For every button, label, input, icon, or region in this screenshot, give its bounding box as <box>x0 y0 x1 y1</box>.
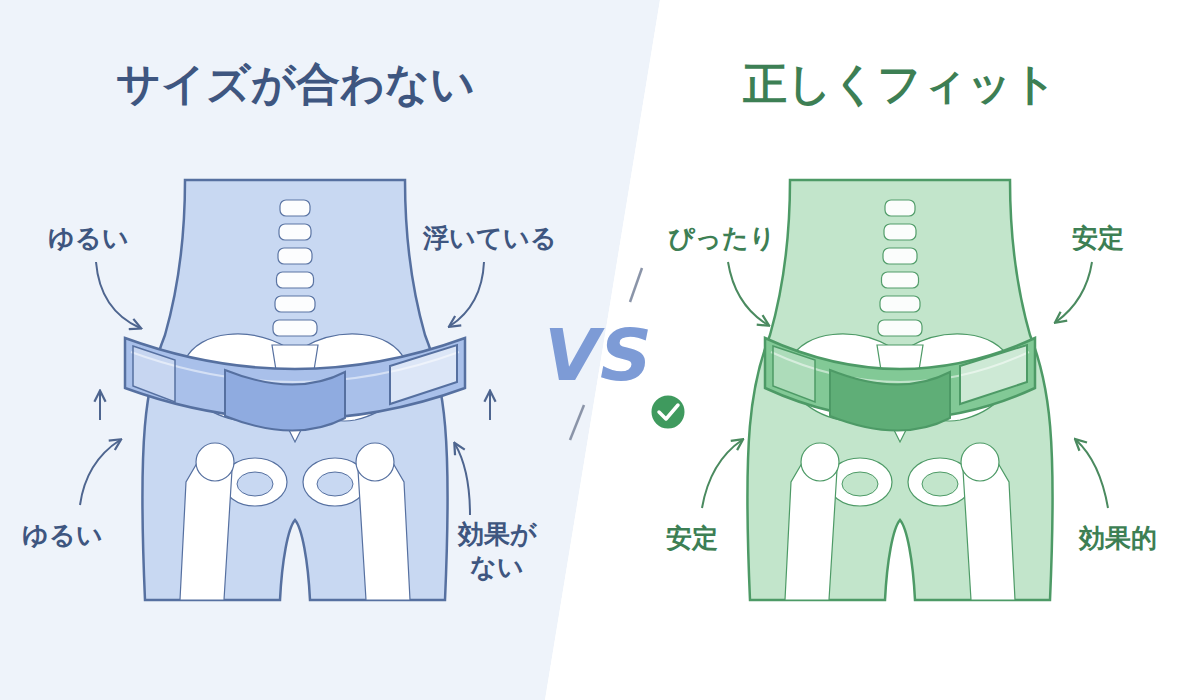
femoral-head <box>961 443 999 481</box>
leader-arrow <box>96 262 140 328</box>
versus-mark: VS <box>544 310 652 400</box>
belt-tab <box>960 345 1027 404</box>
panel-heading: サイズが合わない <box>0 58 595 111</box>
belt-tab <box>390 345 457 404</box>
callout-label: 安定 <box>1072 222 1124 255</box>
obturator <box>237 472 273 496</box>
vertebra <box>279 224 311 240</box>
callout-label: 効果が ない <box>455 518 539 583</box>
leader-arrow <box>728 262 768 325</box>
vertebra <box>882 272 919 288</box>
callout-label: 安定 <box>666 522 718 555</box>
vs-slash <box>630 268 642 302</box>
pelvis-figure <box>747 180 1052 600</box>
callout-label: ゆるい <box>48 222 129 255</box>
check-mark <box>659 405 678 419</box>
femoral-head <box>801 443 839 481</box>
vertebra <box>278 248 312 264</box>
belt-tab <box>773 346 815 402</box>
callout-label: ぴったり <box>668 222 776 255</box>
leader-arrow <box>1056 262 1092 322</box>
belt-fastener <box>830 370 950 431</box>
leader-arrow <box>455 444 470 515</box>
body-outline <box>747 180 1052 600</box>
vertebra <box>885 200 915 216</box>
panel-heading: 正しくフィット <box>600 58 1200 111</box>
pelvis-figure <box>125 180 465 600</box>
obturator <box>842 472 878 496</box>
vs-slash <box>570 405 584 440</box>
belt-fastener <box>225 370 345 431</box>
vertebra <box>273 320 317 336</box>
leader-arrow <box>489 392 491 420</box>
panel-fill <box>545 0 1200 700</box>
vertebra <box>880 296 920 312</box>
vertebra <box>883 248 917 264</box>
leader-arrow <box>702 440 742 508</box>
callout-label: 浮いている <box>423 222 557 255</box>
femoral-head <box>356 443 394 481</box>
vertebra <box>878 320 922 336</box>
vertebra <box>275 296 315 312</box>
vertebra <box>280 200 310 216</box>
leader-arrow <box>99 392 101 420</box>
obturator <box>922 472 958 496</box>
obturator <box>317 472 353 496</box>
femoral-head <box>196 443 234 481</box>
callout-label: ゆるい <box>22 519 103 552</box>
leader-arrow <box>1076 440 1108 508</box>
check-badge <box>650 394 686 430</box>
vertebra <box>884 224 916 240</box>
belt-tab <box>133 346 175 402</box>
vertebra <box>277 272 314 288</box>
leader-arrow <box>80 440 120 505</box>
leader-arrow <box>450 262 484 326</box>
callout-label: 効果的 <box>1079 522 1157 555</box>
